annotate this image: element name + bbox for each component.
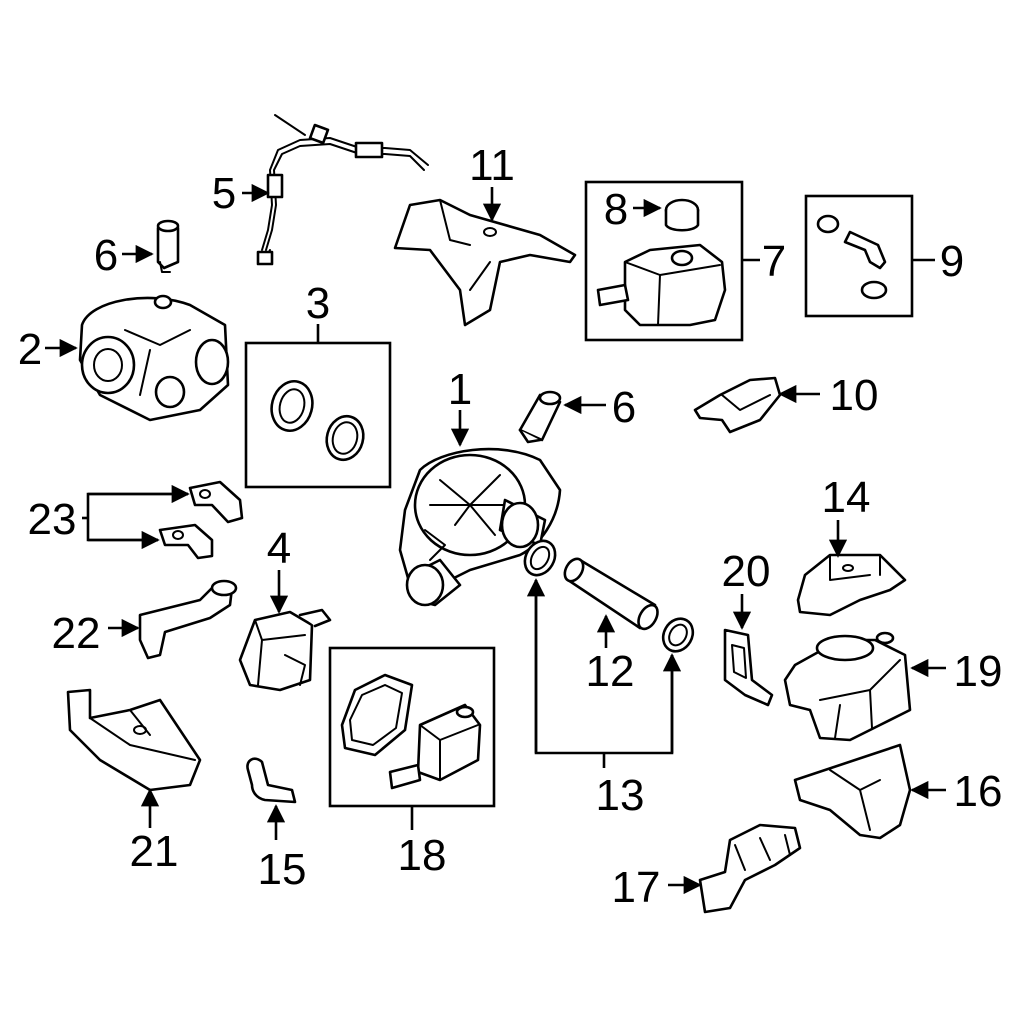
box-9-hose-kit bbox=[804, 194, 914, 318]
part-13-clamps[interactable] bbox=[519, 535, 699, 656]
part-3-seals[interactable] bbox=[266, 377, 368, 464]
part-8-cap[interactable] bbox=[664, 198, 700, 232]
leader-lines bbox=[45, 183, 946, 895]
callout-19: 19 bbox=[954, 647, 1003, 696]
callout-14: 14 bbox=[822, 473, 871, 522]
part-21-shield[interactable] bbox=[66, 688, 202, 792]
part-9-hose-kit[interactable] bbox=[816, 214, 888, 300]
part-1-turbocharger[interactable] bbox=[398, 447, 562, 607]
callout-18: 18 bbox=[398, 831, 447, 880]
part-17-bracket[interactable] bbox=[698, 823, 802, 914]
callout-9: 9 bbox=[940, 237, 964, 286]
callout-6-center: 6 bbox=[612, 383, 636, 432]
part-6-sensor-center[interactable] bbox=[518, 390, 562, 444]
callout-numbers: 1 2 3 4 5 6 6 7 8 9 10 11 12 13 14 15 16… bbox=[18, 141, 1003, 912]
part-19-valve-body[interactable] bbox=[783, 631, 912, 742]
part-18-gasket[interactable] bbox=[340, 673, 414, 757]
part-10-bracket[interactable] bbox=[693, 376, 782, 434]
callout-7: 7 bbox=[762, 237, 786, 286]
callout-5: 5 bbox=[212, 169, 236, 218]
part-14-bracket[interactable] bbox=[796, 553, 907, 617]
callout-6-left: 6 bbox=[94, 231, 118, 280]
part-4-bracket[interactable] bbox=[238, 608, 332, 692]
part-22-pipe[interactable] bbox=[138, 579, 238, 660]
callout-22: 22 bbox=[52, 609, 101, 658]
part-6-sensor-left[interactable] bbox=[156, 219, 180, 273]
callout-15: 15 bbox=[258, 845, 307, 894]
callout-11: 11 bbox=[469, 141, 515, 190]
part-16-shield[interactable] bbox=[793, 743, 912, 840]
part-20-gasket[interactable] bbox=[723, 628, 774, 707]
callout-20: 20 bbox=[722, 547, 771, 596]
callout-3: 3 bbox=[306, 279, 330, 328]
part-15-hose[interactable] bbox=[246, 757, 297, 804]
callout-17: 17 bbox=[612, 863, 661, 912]
box-3-seals bbox=[244, 341, 392, 489]
callout-8: 8 bbox=[604, 185, 628, 234]
part-18-valve[interactable] bbox=[388, 703, 482, 790]
part-2-turbo-housing[interactable] bbox=[78, 294, 230, 422]
callout-4: 4 bbox=[267, 524, 291, 573]
callout-21: 21 bbox=[130, 827, 179, 876]
callout-23: 23 bbox=[28, 495, 77, 544]
callout-10: 10 bbox=[830, 371, 879, 420]
callout-16: 16 bbox=[954, 767, 1003, 816]
part-12-pipe[interactable] bbox=[561, 556, 661, 633]
part-11-heat-shield[interactable] bbox=[393, 198, 577, 327]
part-23-brackets[interactable] bbox=[158, 480, 244, 560]
part-7-reservoir[interactable] bbox=[596, 243, 727, 327]
callout-2: 2 bbox=[18, 325, 42, 374]
callout-1: 1 bbox=[448, 365, 472, 414]
callout-12: 12 bbox=[586, 647, 635, 696]
callout-13: 13 bbox=[596, 771, 645, 820]
part-5-oil-line[interactable] bbox=[256, 114, 429, 266]
